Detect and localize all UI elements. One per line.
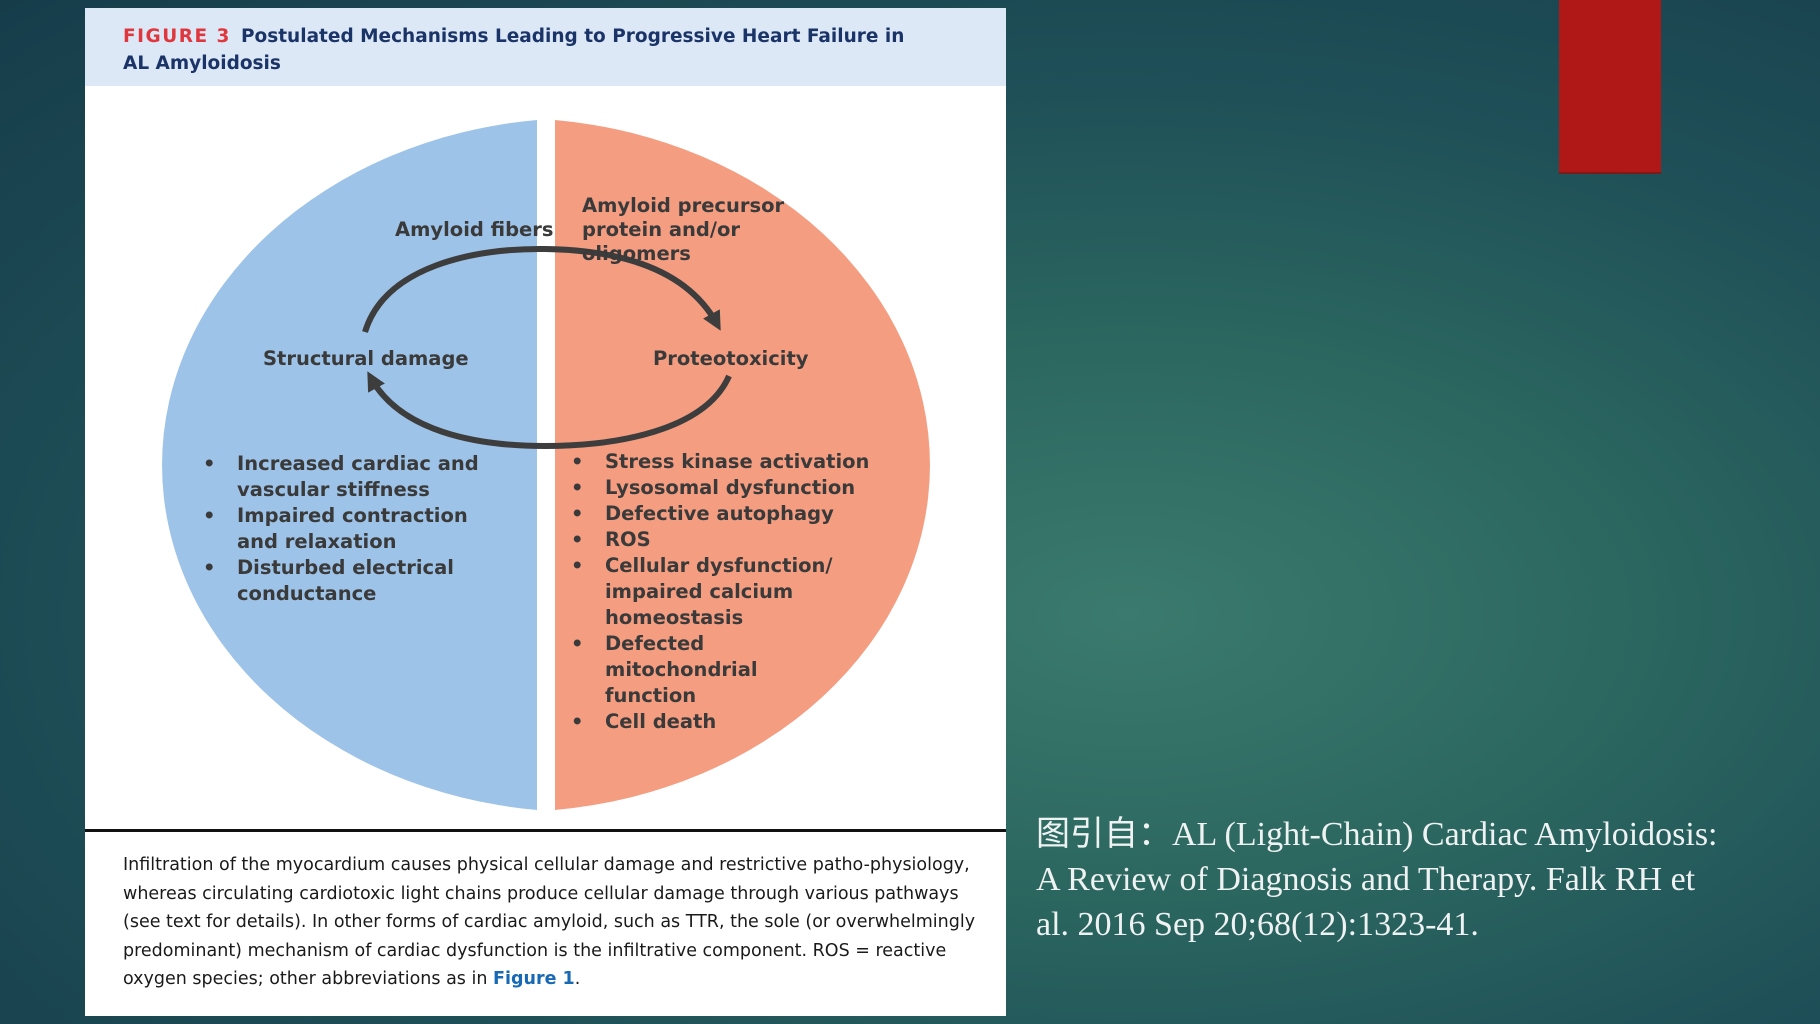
mechanism-diagram: Amyloid fibers Amyloid precursor protein…: [162, 120, 930, 810]
proteotoxic-effect-4: ROS: [605, 528, 651, 551]
structural-effect-3-line-1: Disturbed electrical: [237, 556, 454, 579]
bullet-marker: •: [571, 528, 583, 551]
proteotoxic-effect-5-line-2: impaired calcium: [605, 580, 793, 603]
red-accent-bar: [1559, 0, 1661, 174]
figure-caption: Infiltration of the myocardium causes ph…: [123, 851, 987, 994]
bullet-marker: •: [203, 504, 215, 527]
cycle-arrow-top: [362, 245, 721, 333]
citation-text: 图引自：AL (Light-Chain) Cardiac Amyloidosis…: [1036, 816, 1718, 943]
caption-end: .: [574, 969, 581, 989]
bullet-marker: •: [571, 502, 583, 525]
bullet-marker: •: [203, 556, 215, 579]
figure-1-link[interactable]: Figure 1: [493, 969, 575, 989]
proteotoxic-effect-5-line-1: Cellular dysfunction/: [605, 554, 833, 577]
proteotoxic-effect-7: Cell death: [605, 710, 716, 733]
structural-effect-2-line-2: and relaxation: [237, 530, 397, 553]
structural-effect-1-line-2: vascular stiffness: [237, 478, 430, 501]
bullet-marker: •: [571, 476, 583, 499]
bullet-marker: •: [571, 554, 583, 577]
structural-effect-1-line-1: Increased cardiac and: [237, 452, 479, 475]
caption-text: Infiltration of the myocardium causes ph…: [123, 855, 976, 989]
cycle-arrow-bottom: [367, 371, 732, 450]
structural-effects-list: • Increased cardiac and vascular stiffne…: [203, 452, 479, 605]
bullet-marker: •: [571, 450, 583, 473]
amyloid-precursor-line-3: oligomers: [582, 242, 691, 265]
bullet-marker: •: [571, 710, 583, 733]
figure-title-text: Postulated Mechanisms Leading to Progres…: [123, 26, 905, 74]
bullet-marker: •: [203, 452, 215, 475]
proteotoxic-effect-5-line-3: homeostasis: [605, 606, 743, 629]
proteotoxic-effect-6-line-3: function: [605, 684, 696, 707]
amyloid-precursor-line-2: protein and/or: [582, 218, 740, 241]
figure-label: FIGURE 3: [123, 26, 231, 47]
structural-effect-2-line-1: Impaired contraction: [237, 504, 468, 527]
proteotoxic-effect-1: Stress kinase activation: [605, 450, 869, 473]
bullet-marker: •: [571, 632, 583, 655]
amyloid-fibers-heading: Amyloid fibers: [395, 218, 554, 241]
proteotoxic-effect-2: Lysosomal dysfunction: [605, 476, 855, 499]
structural-effect-3-line-2: conductance: [237, 582, 376, 605]
proteotoxic-effect-6-line-2: mitochondrial: [605, 658, 758, 681]
proteotoxicity-label: Proteotoxicity: [653, 347, 809, 370]
proteotoxic-effects-list: • Stress kinase activation • Lysosomal d…: [571, 450, 869, 733]
proteotoxic-effect-3: Defective autophagy: [605, 502, 834, 525]
caption-divider: [85, 829, 1006, 832]
proteotoxic-effect-6-line-1: Defected: [605, 632, 704, 655]
structural-damage-label: Structural damage: [263, 347, 469, 370]
amyloid-precursor-line-1: Amyloid precursor: [582, 194, 784, 217]
right-half-amyloid-precursor: [555, 120, 930, 810]
left-half-amyloid-fibers: [162, 120, 538, 810]
